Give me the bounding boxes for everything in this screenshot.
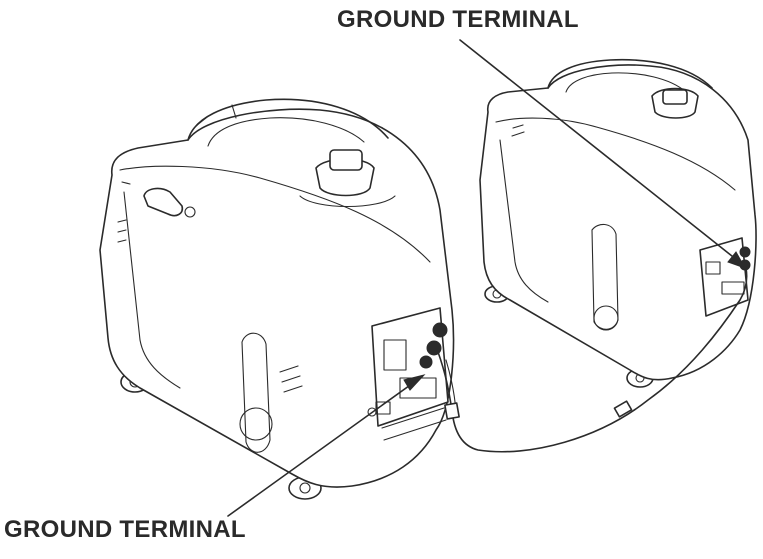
ground-terminal-label-top: GROUND TERMINAL: [337, 6, 579, 33]
ground-terminal-label-bottom: GROUND TERMINAL: [4, 516, 246, 543]
rear-generator: [479, 58, 757, 388]
top-leader-line: [459, 39, 747, 269]
bottom-leader-line: [227, 374, 426, 517]
ground-cable: [437, 267, 748, 453]
front-generator: [99, 98, 455, 500]
